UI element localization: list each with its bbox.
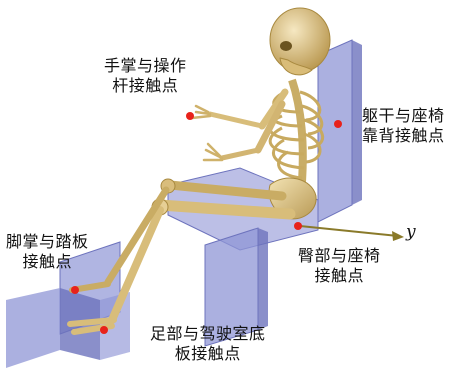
label-sole-line1: 脚掌与踏板 [6, 232, 89, 252]
label-hip-line1: 臀部与座椅 [298, 246, 381, 266]
label-sole-contact: 脚掌与踏板 接触点 [6, 232, 89, 272]
label-foot-line1: 足部与驾驶室底 [150, 324, 266, 344]
forearm-left [222, 150, 258, 158]
label-hip-contact: 臀部与座椅 接触点 [298, 246, 381, 286]
contact-hip [294, 222, 302, 230]
forearm-right [210, 114, 262, 126]
label-hand-line2: 杆接触点 [104, 76, 187, 96]
label-sole-line2: 接触点 [6, 252, 89, 272]
eye-socket [280, 41, 292, 51]
label-hand-contact: 手掌与操作 杆接触点 [104, 56, 187, 96]
label-back-contact: 躯干与座椅 靠背接触点 [362, 106, 445, 146]
label-back-line1: 躯干与座椅 [362, 106, 445, 126]
cabin-floor-panel [6, 288, 60, 368]
skull [270, 8, 330, 72]
seat-post-side [258, 228, 268, 330]
contact-sole [71, 286, 79, 294]
contact-foot [100, 326, 108, 334]
contact-back [334, 120, 342, 128]
label-back-line2: 靠背接触点 [362, 126, 445, 146]
label-hand-line1: 手掌与操作 [104, 56, 187, 76]
seat-backrest-panel [318, 40, 352, 222]
label-hip-line2: 接触点 [298, 266, 381, 286]
contact-hand [186, 112, 194, 120]
y-axis-arrowhead [392, 231, 404, 241]
label-foot-line2: 板接触点 [150, 344, 266, 364]
label-foot-contact: 足部与驾驶室底 板接触点 [150, 324, 266, 364]
hand-left [204, 144, 222, 160]
hand-right [192, 106, 210, 118]
seat-backrest-side [352, 40, 362, 205]
y-axis-label: y [406, 222, 416, 242]
